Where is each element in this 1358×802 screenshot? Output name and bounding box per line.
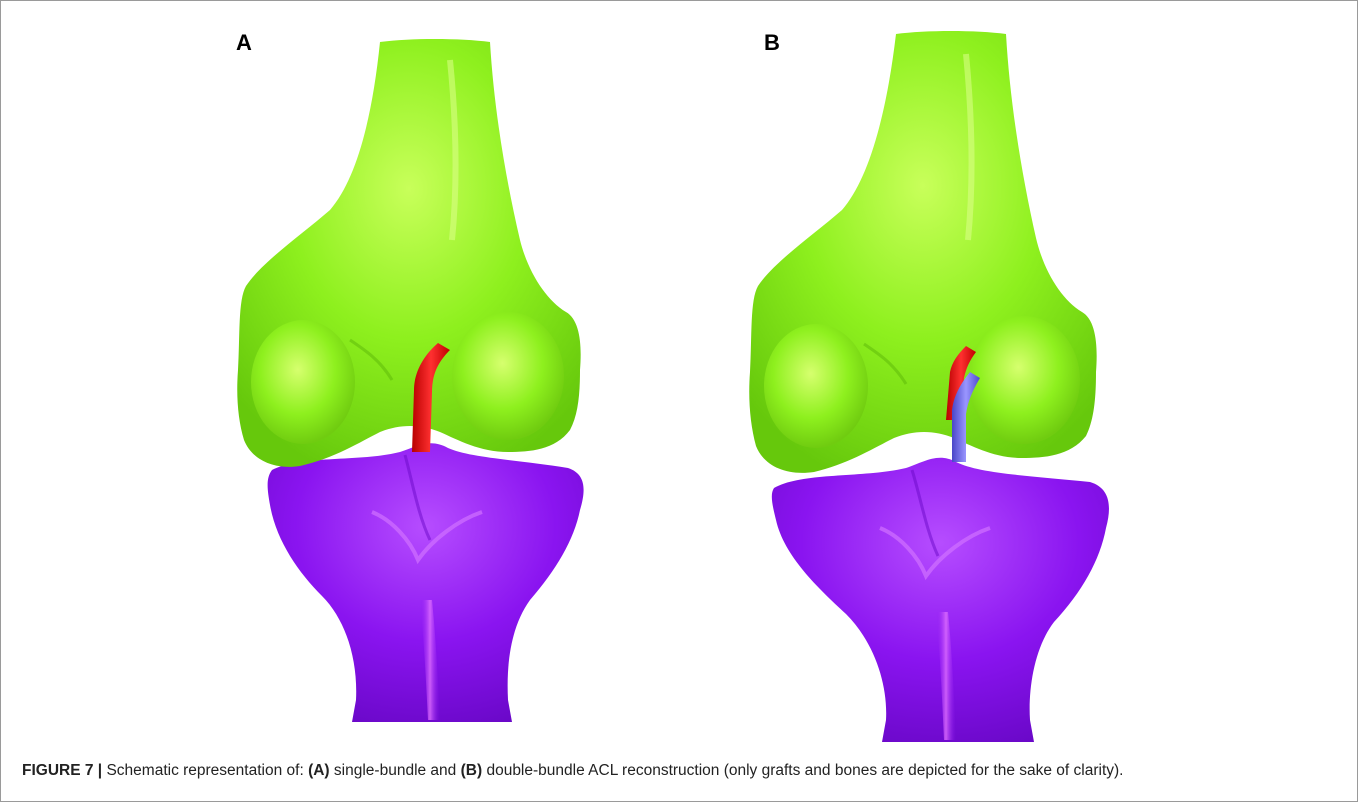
caption-ref-a: (A)	[308, 762, 330, 779]
figure-caption: FIGURE 7 | Schematic representation of: …	[22, 762, 1342, 780]
panel-a-tibia	[268, 443, 584, 722]
caption-text-2: single-bundle and	[334, 762, 456, 779]
panel-label-a: A	[236, 30, 252, 56]
panel-label-b: B	[764, 30, 780, 56]
panel-b-femur	[749, 31, 1096, 473]
panel-a-femur	[237, 39, 580, 467]
panel-a-illustration	[237, 39, 583, 722]
caption-figure-number: FIGURE 7 |	[22, 762, 102, 779]
caption-ref-b: (B)	[461, 762, 483, 779]
panel-b-illustration	[749, 31, 1109, 742]
figure-illustration	[0, 0, 1358, 760]
caption-text-3: double-bundle ACL reconstruction (only g…	[486, 762, 1123, 779]
panel-b-tibia	[772, 458, 1109, 742]
caption-text-1: Schematic representation of:	[106, 762, 303, 779]
